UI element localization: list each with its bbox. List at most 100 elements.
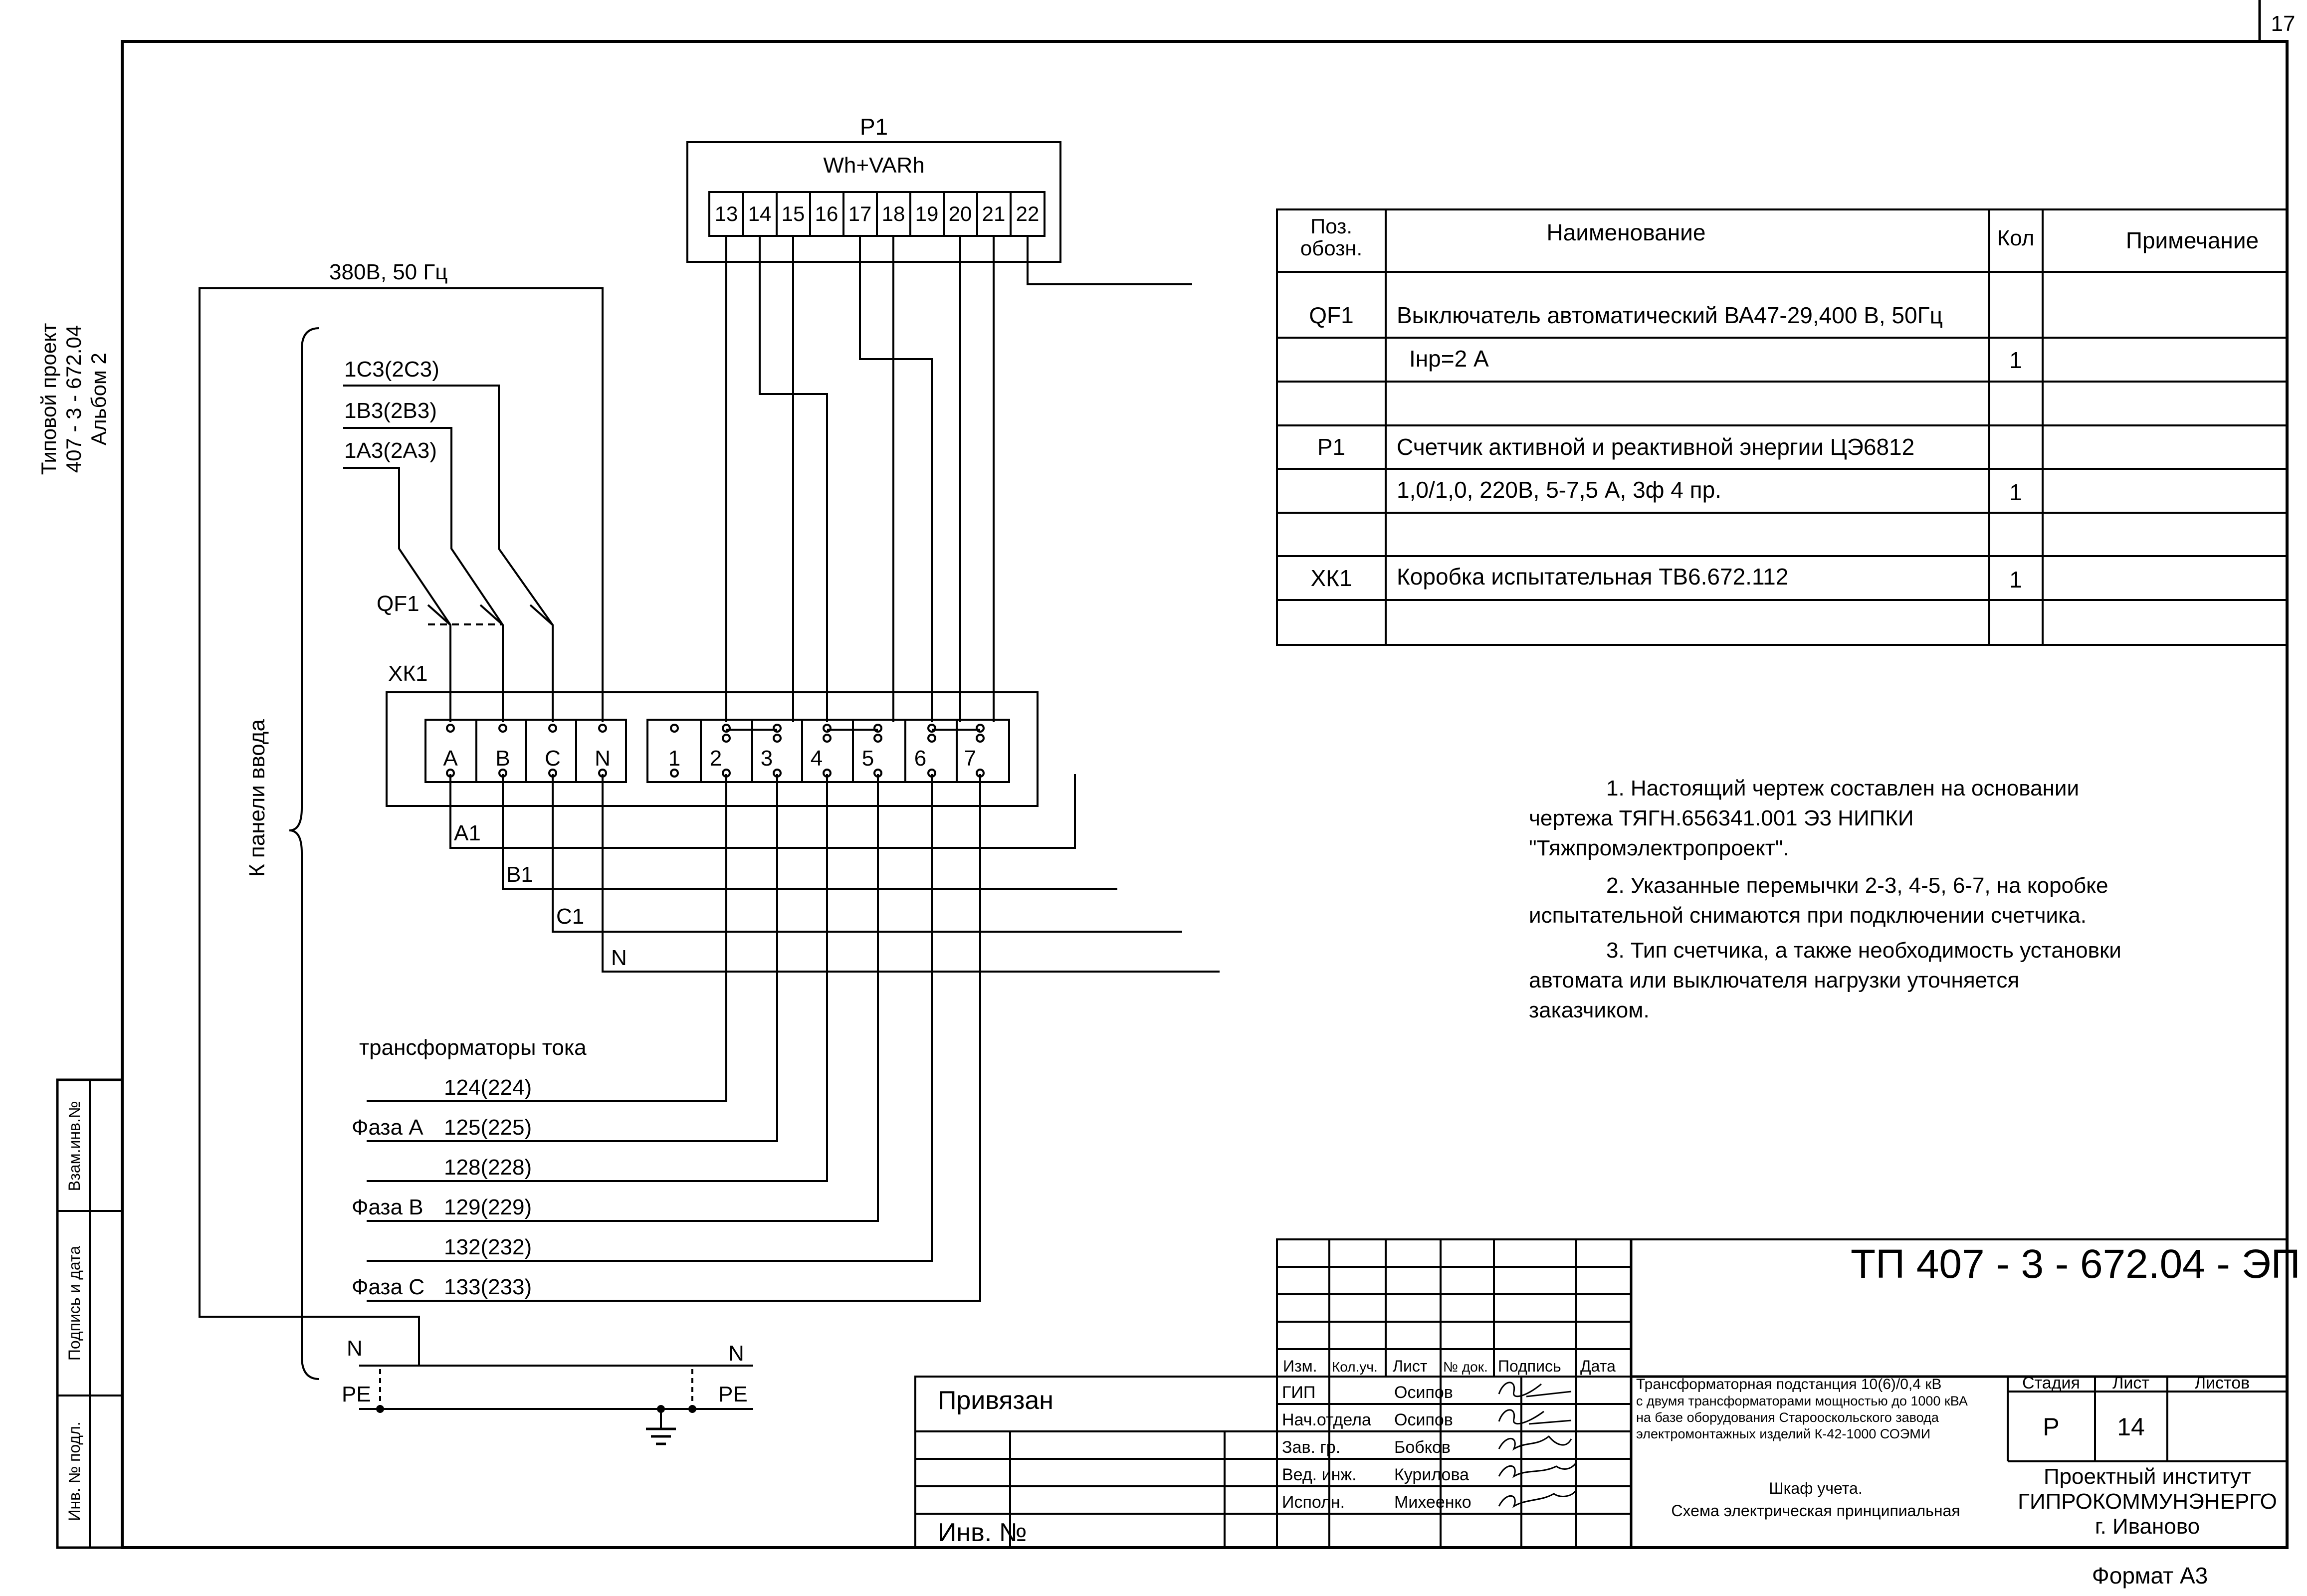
terminal-c: С [545, 746, 561, 771]
phase-a-label: Фаза А [352, 1115, 423, 1140]
list-label: Лист [2112, 1374, 2149, 1393]
bom-row-2-name: Iнр=2 А [1409, 346, 1489, 372]
object-line-4: электромонтажных изделий К-42-1000 СОЭМИ [1636, 1426, 1930, 1441]
meter-terminal-labels: 13 14 15 16 17 18 19 20 21 22 [715, 202, 1040, 225]
terminal-n: N [595, 746, 611, 771]
notes: 1. Настоящий чертеж составлен на основан… [1529, 776, 2121, 1022]
to-panel-label: К панели ввода [245, 719, 269, 877]
ct-129-label: 129(229) [444, 1195, 532, 1219]
bom-row-7-name: Коробка испытательная ТВ6.672.112 [1397, 564, 1788, 590]
sheet-title: Шкаф учета. Схема электрическая принципи… [1671, 1479, 1960, 1520]
stage-sheet: Стадия Лист Листов Р 14 [2022, 1374, 2250, 1441]
meter-type-label: Wh+VARh [823, 153, 924, 178]
meter-terminal-21: 21 [982, 202, 1006, 225]
col-list: Лист [1393, 1357, 1428, 1375]
bom-row-7-qty: 1 [2009, 567, 2022, 593]
list-value: 14 [2117, 1413, 2145, 1441]
ct-125-label: 125(225) [444, 1115, 532, 1140]
supply-label: 380В, 50 Гц [329, 260, 447, 284]
meter-terminal-20: 20 [949, 202, 972, 225]
terminal-b: В [495, 746, 510, 771]
inv-no-label: Инв. № [938, 1518, 1027, 1547]
meter-terminal-19: 19 [915, 202, 939, 225]
bus-b1-label: В1 [506, 862, 533, 887]
bus-a1-label: А1 [454, 821, 481, 845]
note-line-3: "Тяжпромэлектропроект". [1529, 836, 1789, 860]
schematic-labels: 380В, 50 Гц 1С3(2С3) 1В3(2В3) 1А3(2А3) Q… [329, 260, 748, 1406]
organization: Проектный институт ГИПРОКОММУНЭНЕРГО г. … [2018, 1464, 2277, 1539]
stadia-value: Р [2043, 1413, 2059, 1441]
bom-row-1-name: Выключатель автоматический ВА47-29,400 В… [1397, 302, 1943, 328]
test-box-xk1 [386, 691, 1039, 807]
note-line-5: испытательной снимаются при подключении … [1529, 903, 2087, 928]
name-ved-inzh: Курилова [1394, 1465, 1469, 1484]
col-data: Дата [1580, 1357, 1616, 1375]
terminal-3: 3 [761, 746, 773, 771]
circuit-c-label: 1С3(2С3) [344, 357, 439, 382]
phase-c-label: Фаза С [352, 1275, 424, 1299]
col-ndok: № док. [1443, 1359, 1488, 1375]
ct-title: трансформаторы тока [359, 1035, 587, 1060]
sheet-title-line-1: Шкаф учета. [1769, 1479, 1862, 1497]
stamp-inv-podl: Инв. № подл. [65, 1421, 83, 1521]
terminal-1: 1 [668, 746, 680, 771]
stamp-vzam-inv: Взам.инв.№ [65, 1101, 83, 1191]
bus-n-label: N [611, 946, 627, 970]
drawing-code: ТП 407 - 3 - 672.04 - ЭП [1851, 1241, 2301, 1287]
terminal-5: 5 [862, 746, 874, 771]
terminal-4: 4 [811, 746, 823, 771]
pe-right-label: PE [718, 1382, 748, 1406]
bom-row-4-name: Счетчик активной и реактивной энергии ЦЭ… [1397, 434, 1914, 460]
meter-ref-label: P1 [860, 114, 888, 140]
bom-header-pos-line1: Поз. [1310, 214, 1352, 238]
col-podpis: Подпись [1498, 1357, 1561, 1375]
bus-c1-label: С1 [556, 904, 584, 929]
circuit-a-label: 1А3(2А3) [344, 438, 437, 463]
meter-p1 [686, 141, 1061, 263]
role-ispoln: Исполн. [1282, 1493, 1345, 1512]
side-label-project-line1: Типовой проект [37, 323, 60, 475]
terminal-2: 2 [710, 746, 722, 771]
col-koluch: Кол.уч. [1332, 1359, 1378, 1375]
signatories: ГИП Осипов Нач.отдела Осипов Зав. гр. Бо… [1282, 1383, 1471, 1512]
ct-128-label: 128(228) [444, 1155, 532, 1180]
n-left-label: N [347, 1336, 363, 1361]
role-nach-otdela: Нач.отдела [1282, 1410, 1371, 1429]
format-label: Формат А3 [2092, 1563, 2208, 1589]
terminal-6: 6 [914, 746, 926, 771]
meter-terminal-22: 22 [1016, 202, 1040, 225]
note-line-2: чертежа ТЯГН.656341.001 Э3 НИПКИ [1529, 806, 1913, 830]
org-line-2: ГИПРОКОММУНЭНЕРГО [2018, 1489, 2277, 1514]
wiring [199, 236, 1220, 1445]
bom-table [1276, 208, 2288, 646]
privyazan-label: Привязан [938, 1386, 1053, 1415]
breaker-qf1 [427, 604, 554, 626]
terminal-7: 7 [964, 746, 976, 771]
object-line-3: на базе оборудования Старооскольского за… [1636, 1410, 1939, 1425]
note-line-6: 3. Тип счетчика, а также необходимость у… [1606, 938, 2121, 963]
bom-row-5-qty: 1 [2009, 479, 2022, 505]
org-line-1: Проектный институт [2044, 1464, 2251, 1489]
name-nach-otdela: Осипов [1394, 1410, 1453, 1429]
role-ved-inzh: Вед. инж. [1282, 1465, 1357, 1484]
circuit-b-label: 1В3(2В3) [344, 399, 437, 423]
meter-terminal-17: 17 [848, 202, 872, 225]
side-label-project-line3: Альбом 2 [87, 353, 110, 445]
meter-terminal-14: 14 [748, 202, 772, 225]
role-zav-gr: Зав. гр. [1282, 1438, 1340, 1457]
test-box-terminal-labels: А В С N 1 2 3 4 5 6 7 [443, 746, 976, 771]
note-line-8: заказчиком. [1529, 998, 1650, 1022]
note-line-7: автомата или выключателя нагрузки уточня… [1529, 968, 2019, 993]
signatures [1498, 1382, 1576, 1508]
pe-left-label: PE [342, 1382, 371, 1406]
bom-row-1-pos: QF1 [1309, 302, 1353, 328]
object-line-1: Трансформаторная подстанция 10(6)/0,4 кВ [1636, 1376, 1941, 1393]
object-description: Трансформаторная подстанция 10(6)/0,4 кВ… [1636, 1376, 1968, 1441]
breaker-ref-label: QF1 [377, 592, 419, 616]
role-gip: ГИП [1282, 1383, 1315, 1402]
ct-124-label: 124(224) [444, 1075, 532, 1100]
wire-dots [376, 1405, 696, 1413]
meter-terminal-13: 13 [715, 202, 738, 225]
bom-header-qty: Кол [1997, 226, 2035, 250]
